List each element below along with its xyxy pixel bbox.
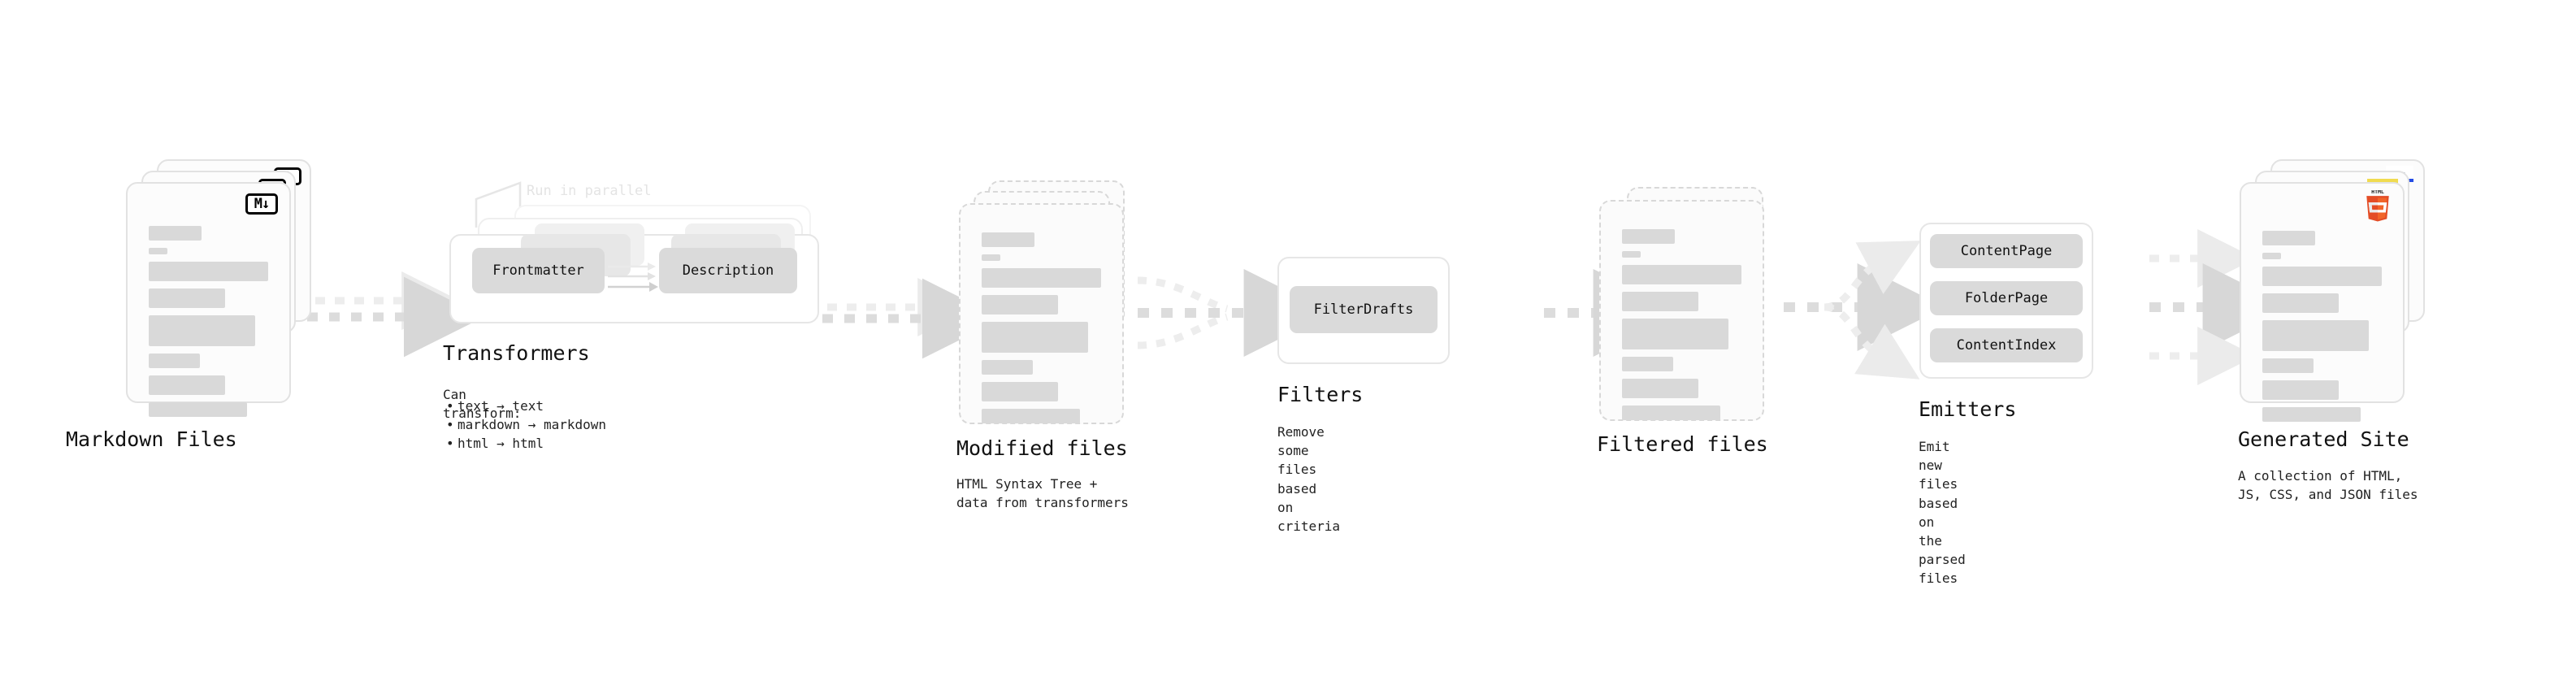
- filters-chip-filterdrafts[interactable]: FilterDrafts: [1290, 286, 1438, 333]
- generated-site-subtitle: A collection of HTML, JS, CSS, and JSON …: [2238, 468, 2418, 503]
- list-item: html → html: [443, 434, 606, 453]
- html5-icon: HTML: [2362, 189, 2393, 226]
- stage-title-filtered-files: Filtered files: [1597, 432, 1768, 456]
- stage-filtered-files: Filtered files: [1597, 187, 1786, 456]
- card-content-bars: [1622, 229, 1741, 427]
- emitters-chip-folderpage[interactable]: FolderPage: [1930, 281, 2083, 315]
- list-item: text → text: [443, 397, 606, 415]
- stage-title-generated-site: Generated Site: [2238, 427, 2409, 451]
- markdown-icon: M↓: [245, 193, 278, 215]
- markdown-card-front[interactable]: M↓: [126, 182, 291, 417]
- connector-transformers-to-modified: [822, 278, 1003, 359]
- card-content-bars: [982, 232, 1101, 431]
- stage-modified-files: Modified files HTML Syntax Tree + data f…: [956, 180, 1146, 510]
- connector-filtered-to-emitters: [1784, 241, 1945, 380]
- filtered-card-stack: [1599, 187, 1786, 431]
- stage-title-filters: Filters: [1277, 383, 1364, 406]
- transformers-chip-description[interactable]: Description: [659, 248, 797, 293]
- site-card-front[interactable]: HTML: [2240, 182, 2405, 422]
- stage-title-markdown-files: Markdown Files: [66, 427, 237, 451]
- card-content-bars: [2262, 231, 2382, 429]
- filters-subtitle: Remove some files based on criteria: [1277, 424, 1341, 534]
- modified-files-subtitle: HTML Syntax Tree + data from transformer…: [956, 476, 1129, 511]
- card-content-bars: [149, 226, 268, 424]
- list-item: markdown → markdown: [443, 415, 606, 434]
- markdown-card-stack: M↓ M↓ M↓: [126, 159, 313, 419]
- emitters-chip-contentindex[interactable]: ContentIndex: [1930, 328, 2083, 362]
- connector-modified-to-filters: [1137, 269, 1332, 357]
- svg-text:HTML: HTML: [2371, 190, 2384, 195]
- modified-card-stack: [959, 180, 1146, 424]
- transformers-inner-arrows: [608, 262, 658, 292]
- filtered-card-front[interactable]: [1599, 200, 1764, 421]
- transformers-chip-frontmatter[interactable]: Frontmatter: [472, 248, 605, 293]
- connector-markdown-to-transformers: [307, 271, 484, 358]
- stage-title-transformers: Transformers: [443, 341, 590, 365]
- stage-generated-site: CSS HTML: [2238, 159, 2435, 502]
- site-card-stack: CSS HTML: [2240, 159, 2435, 422]
- modified-card-front[interactable]: [959, 203, 1124, 424]
- connector-emitters-to-site: [2149, 229, 2291, 385]
- stage-title-emitters: Emitters: [1919, 397, 2017, 421]
- parallel-label: Run in parallel: [527, 183, 652, 199]
- emitters-subtitle: Emit new files based on the parsed files: [1919, 439, 1966, 587]
- transformers-bullet-list: text → text markdown → markdown html → h…: [443, 397, 606, 453]
- emitters-chip-contentpage[interactable]: ContentPage: [1930, 234, 2083, 268]
- stage-markdown-files: M↓ M↓ M↓ Markdown Files: [66, 159, 313, 451]
- stage-title-modified-files: Modified files: [956, 436, 1128, 460]
